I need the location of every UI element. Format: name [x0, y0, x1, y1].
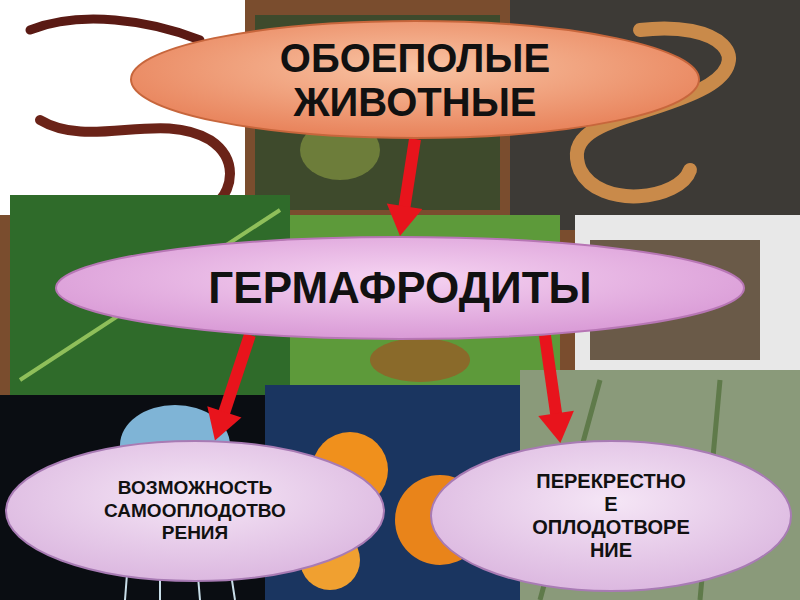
- node-label: ОБОЕПОЛЫЕ ЖИВОТНЫЕ: [280, 36, 550, 124]
- node-label: ВОЗМОЖНОСТЬ САМООПЛОДОТВО РЕНИЯ: [104, 477, 286, 545]
- node-label: ГЕРМАФРОДИТЫ: [208, 264, 591, 312]
- ellipse-node: ОБОЕПОЛЫЕ ЖИВОТНЫЕ: [130, 20, 700, 139]
- red-arrow: [387, 139, 423, 236]
- red-arrow: [538, 335, 574, 443]
- node-label: ПЕРЕКРЕСТНО Е ОПЛОДОТВОРЕ НИЕ: [532, 470, 689, 562]
- red-arrow: [207, 335, 250, 441]
- ellipse-node: ГЕРМАФРОДИТЫ: [55, 236, 745, 340]
- ellipse-node: ПЕРЕКРЕСТНО Е ОПЛОДОТВОРЕ НИЕ: [430, 440, 792, 592]
- ellipse-node: ВОЗМОЖНОСТЬ САМООПЛОДОТВО РЕНИЯ: [5, 440, 385, 582]
